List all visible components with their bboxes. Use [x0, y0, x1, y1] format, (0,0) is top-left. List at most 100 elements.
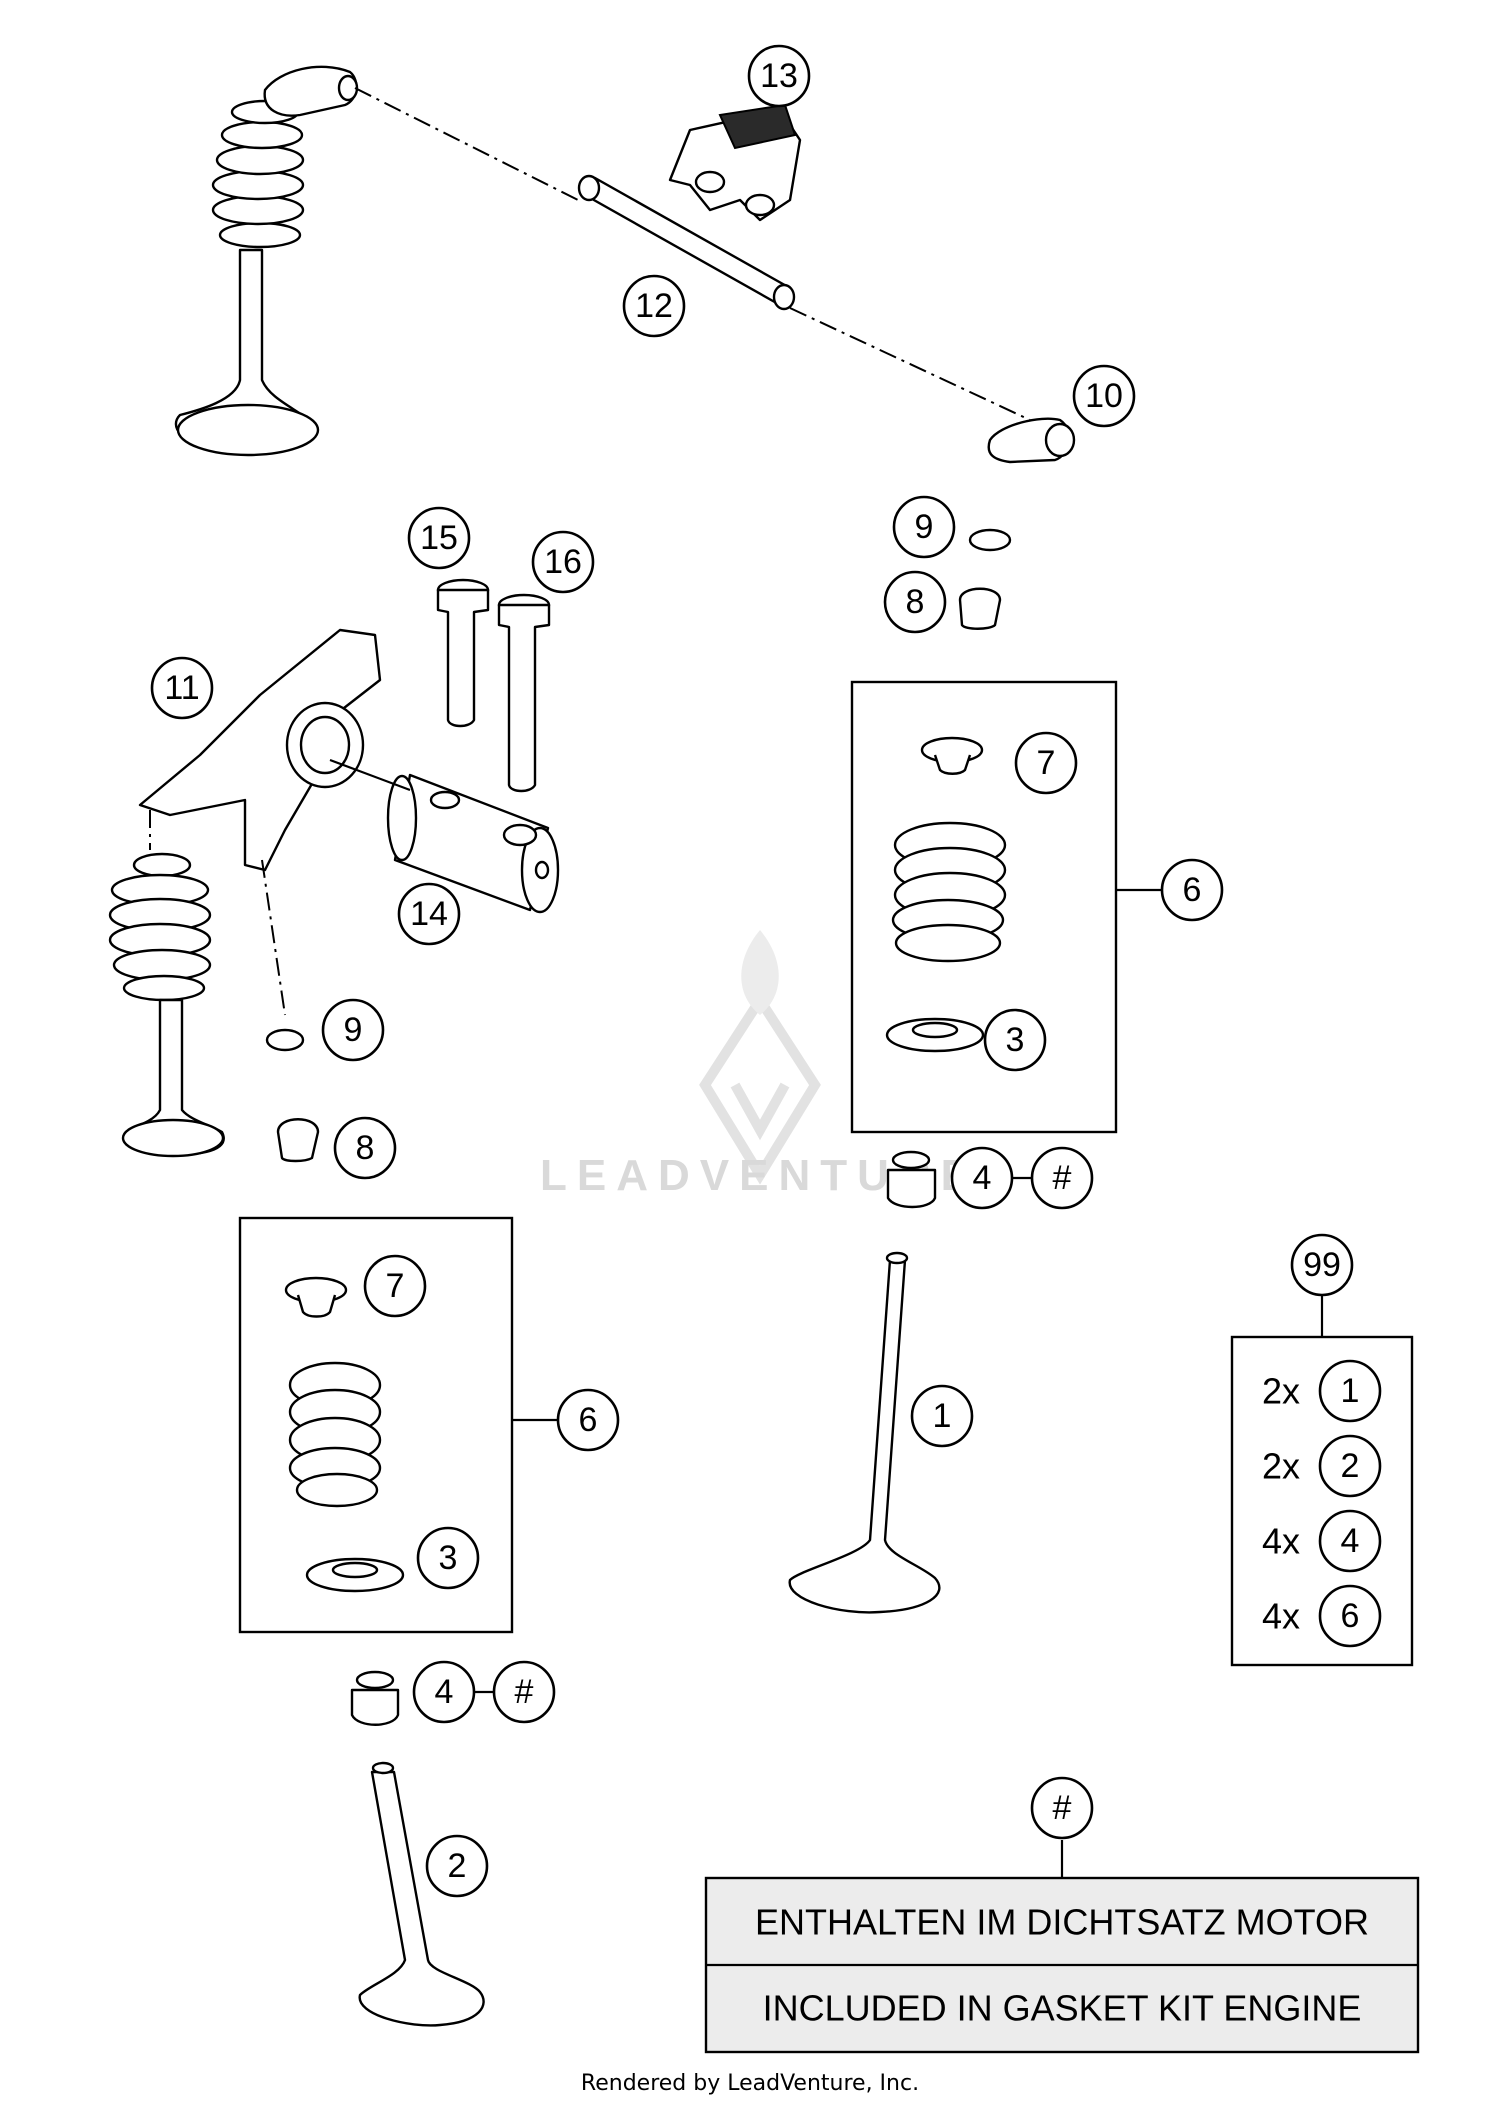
callout-label: 3: [1006, 1021, 1025, 1059]
callout-label: 6: [1183, 871, 1202, 909]
callout[interactable]: 6: [1160, 858, 1224, 922]
part-9-shim-right: [968, 528, 1012, 552]
callout[interactable]: 14: [397, 882, 461, 946]
callout-label: 9: [915, 508, 934, 546]
callout[interactable]: 2: [425, 1834, 489, 1898]
callout-label: 1: [1341, 1372, 1360, 1410]
callout[interactable]: 1: [910, 1384, 974, 1448]
leader-line-14: [329, 758, 411, 792]
part-6-spring-left: [288, 1361, 382, 1508]
part-8-keeper-right: [958, 587, 1002, 630]
part-9-shim-left: [265, 1028, 305, 1052]
leader-lines: [474, 888, 1162, 1694]
callout[interactable]: 6: [556, 1388, 620, 1452]
callout[interactable]: 7: [1014, 731, 1078, 795]
callout[interactable]: 4: [412, 1660, 476, 1724]
callout-label: 6: [579, 1401, 598, 1439]
part-2-valve: [358, 1761, 485, 2027]
callout-label: 2: [1341, 1447, 1360, 1485]
callout-label: 9: [344, 1011, 363, 1049]
callout-label: 11: [164, 669, 199, 707]
callout[interactable]: 11: [150, 656, 214, 720]
callout[interactable]: 16: [531, 530, 595, 594]
callout-label: 3: [439, 1539, 458, 1577]
callout[interactable]: 8: [883, 570, 947, 634]
callout-label: #: [1053, 1159, 1072, 1197]
top-valve-assembly: [174, 65, 359, 457]
callout[interactable]: #: [1030, 1776, 1094, 1840]
callout-label: #: [515, 1673, 534, 1711]
callout[interactable]: 9: [321, 998, 385, 1062]
callout-label: 15: [420, 519, 458, 557]
callout-label: 12: [635, 287, 673, 325]
part-10-small-rocker: [987, 417, 1076, 464]
kit-99-row: 4x 4: [1262, 1509, 1382, 1573]
callout-label: 6: [1341, 1597, 1360, 1635]
part-15-bolt: [436, 578, 490, 728]
part-16-bolt: [497, 593, 551, 793]
part-4-seal-right: [886, 1150, 937, 1209]
kit-99-qty: 2x: [1262, 1371, 1300, 1412]
note-line-en: INCLUDED IN GASKET KIT ENGINE: [763, 1988, 1362, 2029]
callout[interactable]: 2: [1318, 1434, 1382, 1498]
callout[interactable]: 99: [1290, 1233, 1354, 1297]
kit-99-row: 2x 2: [1262, 1434, 1382, 1498]
dash-line-shaft-right: [789, 307, 1031, 421]
part-7-retainer-left: [284, 1276, 348, 1318]
callout[interactable]: 4: [950, 1146, 1014, 1210]
kit-99-row: 2x 1: [1262, 1359, 1382, 1423]
part-3-seat-left: [305, 1557, 405, 1593]
rocker-shaft: [577, 174, 796, 311]
callout-label: 2: [448, 1847, 467, 1885]
callout-label: 8: [906, 583, 925, 621]
watermark-logo-icon: [699, 990, 821, 1185]
top-valve-head: [176, 403, 320, 457]
callout[interactable]: 6: [1318, 1584, 1382, 1648]
dash-line-keeper-left: [261, 859, 286, 1016]
callout[interactable]: 8: [333, 1116, 397, 1180]
callout-label: 4: [435, 1673, 454, 1711]
note-line-de: ENTHALTEN IM DICHTSATZ MOTOR: [755, 1902, 1369, 1943]
callout-label: 7: [1037, 744, 1056, 782]
callout[interactable]: #: [1030, 1146, 1094, 1210]
callout[interactable]: 15: [407, 506, 471, 570]
part-6-spring-right: [891, 821, 1007, 963]
kit-99-qty: 4x: [1262, 1596, 1300, 1637]
callout-label: 99: [1303, 1246, 1341, 1284]
part-13-clip: [668, 103, 802, 222]
callout-label: 7: [386, 1267, 405, 1305]
kit-99-row: 4x 6: [1262, 1584, 1382, 1648]
callout-label: 4: [1341, 1522, 1360, 1560]
part-3-seat-right: [885, 1017, 985, 1053]
part-4-seal-left: [350, 1670, 400, 1726]
part-14-shaft-sleeve: [386, 773, 560, 914]
callout[interactable]: 4: [1318, 1509, 1382, 1573]
callout[interactable]: 13: [747, 44, 811, 108]
kit-99-qty: 2x: [1262, 1446, 1300, 1487]
callout-label: 14: [410, 895, 448, 933]
callout[interactable]: 12: [622, 274, 686, 338]
callout[interactable]: 9: [892, 495, 956, 559]
kit-6-box-right: [850, 680, 1118, 1134]
callout-label: 8: [356, 1129, 375, 1167]
render-credit: Rendered by LeadVenture, Inc.: [581, 2071, 919, 2096]
callout[interactable]: 10: [1072, 364, 1136, 428]
callout[interactable]: 3: [983, 1008, 1047, 1072]
part-8-keeper-left: [276, 1118, 320, 1163]
callout-label: 16: [544, 543, 582, 581]
part-7-retainer-right: [920, 736, 984, 775]
callout-label: 10: [1085, 377, 1123, 415]
callout[interactable]: 7: [363, 1254, 427, 1318]
callout[interactable]: #: [492, 1660, 556, 1724]
callout[interactable]: 3: [416, 1526, 480, 1590]
watermark-flame-icon: [741, 930, 779, 1015]
callout[interactable]: 1: [1318, 1359, 1382, 1423]
kit-99-qty: 4x: [1262, 1521, 1300, 1562]
middle-left-valve: [108, 852, 225, 1158]
callout-label: #: [1053, 1789, 1072, 1827]
kit-6-box-left: [238, 1216, 514, 1634]
callout-label: 1: [933, 1397, 952, 1435]
dash-line-shaft-left: [354, 87, 579, 201]
top-valve-spring: [211, 99, 305, 249]
